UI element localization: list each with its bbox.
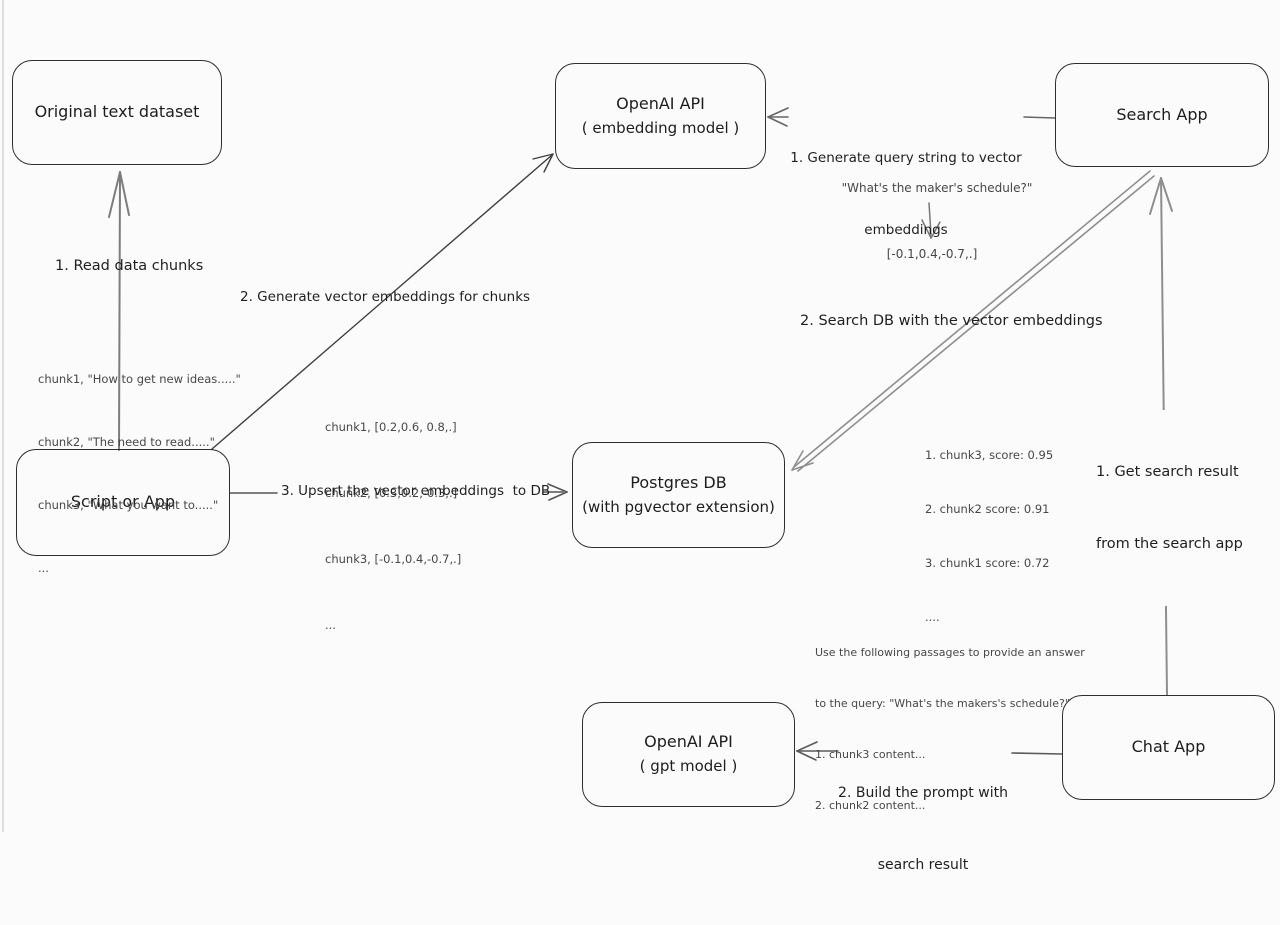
edge-label-generate-query: 1. Generate query string to vector embed… — [786, 98, 1026, 290]
annotation-line: 1. chunk3, score: 0.95 — [925, 448, 1054, 462]
node-label: Search App — [1116, 104, 1208, 124]
node-label: OpenAI API — [616, 93, 705, 113]
edge-label-line: embeddings — [864, 222, 948, 238]
annotation-line: chunk1, "How to get new ideas....." — [38, 372, 241, 386]
node-sublabel: (with pgvector extension) — [582, 497, 775, 516]
arrow-search-db — [791, 170, 1155, 472]
annotation-line: chunk2, [0.3,0.2,-0.3,.] — [325, 486, 458, 500]
node-openai-embedding-api: OpenAI API ( embedding model ) — [555, 63, 766, 169]
annotation-line: 1. chunk3 content... — [815, 748, 926, 761]
annotation-query-string: "What's the maker's schedule?" — [841, 181, 1033, 195]
annotation-chunk-vectors: chunk1, [0.2,0.6, 0.8,.] chunk2, [0.3,0.… — [325, 372, 461, 680]
annotation-line: to the query: "What's the makers's sched… — [815, 697, 1070, 710]
node-search-app: Search App — [1055, 63, 1269, 167]
node-script-or-app: Script or App — [16, 449, 230, 556]
arrow-query-to-vector — [921, 202, 941, 239]
edge-label-get-search-result: 1. Get search result from the search app — [1096, 410, 1254, 606]
edge-label-line: 1. Get search result — [1096, 464, 1239, 480]
node-sublabel: ( embedding model ) — [581, 118, 740, 137]
arrow-upsert-to-db — [229, 483, 568, 501]
edge-label-line: search result — [877, 857, 969, 873]
node-original-text-dataset: Original text dataset — [12, 60, 222, 165]
annotation-line: 3. chunk1 score: 0.72 — [925, 556, 1050, 570]
edge-label-line: 1. Generate query string to vector — [790, 150, 1022, 166]
edge-label-upsert-to-db: 3. Upsert the vector embeddings to DB — [281, 483, 551, 499]
node-label: OpenAI API — [644, 732, 733, 752]
annotation-search-scores: 1. chunk3, score: 0.95 2. chunk2 score: … — [925, 410, 1053, 662]
node-label: Script or App — [70, 492, 176, 512]
arrows-layer — [2, 0, 1173, 832]
annotation-line: .... — [925, 610, 940, 624]
edge-label-line: from the search app — [1096, 536, 1243, 552]
edge-label-search-db: 2. Search DB with the vector embeddings — [800, 313, 1103, 329]
arrow-generate-query — [767, 107, 1056, 127]
annotation-line: chunk3, [-0.1,0.4,-0.7,.] — [325, 552, 462, 566]
arrow-generate-embeddings — [211, 153, 554, 450]
diagram-canvas: Original text dataset OpenAI API ( embed… — [2, 0, 1275, 873]
annotation-line: 2. chunk2 score: 0.91 — [925, 502, 1050, 516]
edge-label-line: 2. Build the prompt with — [838, 785, 1008, 801]
annotation-line: chunk1, [0.2,0.6, 0.8,.] — [325, 420, 457, 434]
edge-label-build-prompt: 2. Build the prompt with search result — [833, 733, 1013, 925]
annotation-chunk-texts: chunk1, "How to get new ideas....." chun… — [38, 327, 241, 621]
node-sublabel: ( gpt model ) — [639, 757, 738, 776]
edge-label-read-data-chunks: 1. Read data chunks — [55, 258, 204, 274]
annotation-line: chunk2, "The need to read....." — [38, 435, 215, 449]
node-label: Chat App — [1131, 737, 1206, 757]
node-chat-app: Chat App — [1062, 695, 1275, 800]
arrow-read-data-chunks — [108, 171, 130, 451]
annotation-line: ... — [38, 561, 49, 575]
edge-label-generate-embeddings: 2. Generate vector embeddings for chunks — [240, 289, 531, 305]
node-label: Postgres DB — [630, 472, 727, 492]
annotation-line: 2. chunk2 content... — [815, 799, 926, 812]
annotation-line: ... — [325, 618, 336, 632]
annotation-query-vector: [-0.1,0.4,-0.7,.] — [886, 247, 978, 261]
annotation-line: Use the following passages to provide an… — [815, 646, 1085, 659]
node-label: Original text dataset — [34, 102, 200, 122]
node-postgres-db: Postgres DB (with pgvector extension) — [572, 442, 785, 548]
annotation-line: chunk3, "What you want to....." — [38, 498, 219, 512]
node-openai-gpt-api: OpenAI API ( gpt model ) — [582, 702, 795, 807]
annotation-prompt-text: Use the following passages to provide an… — [815, 610, 1085, 848]
arrow-build-prompt — [796, 741, 1063, 761]
